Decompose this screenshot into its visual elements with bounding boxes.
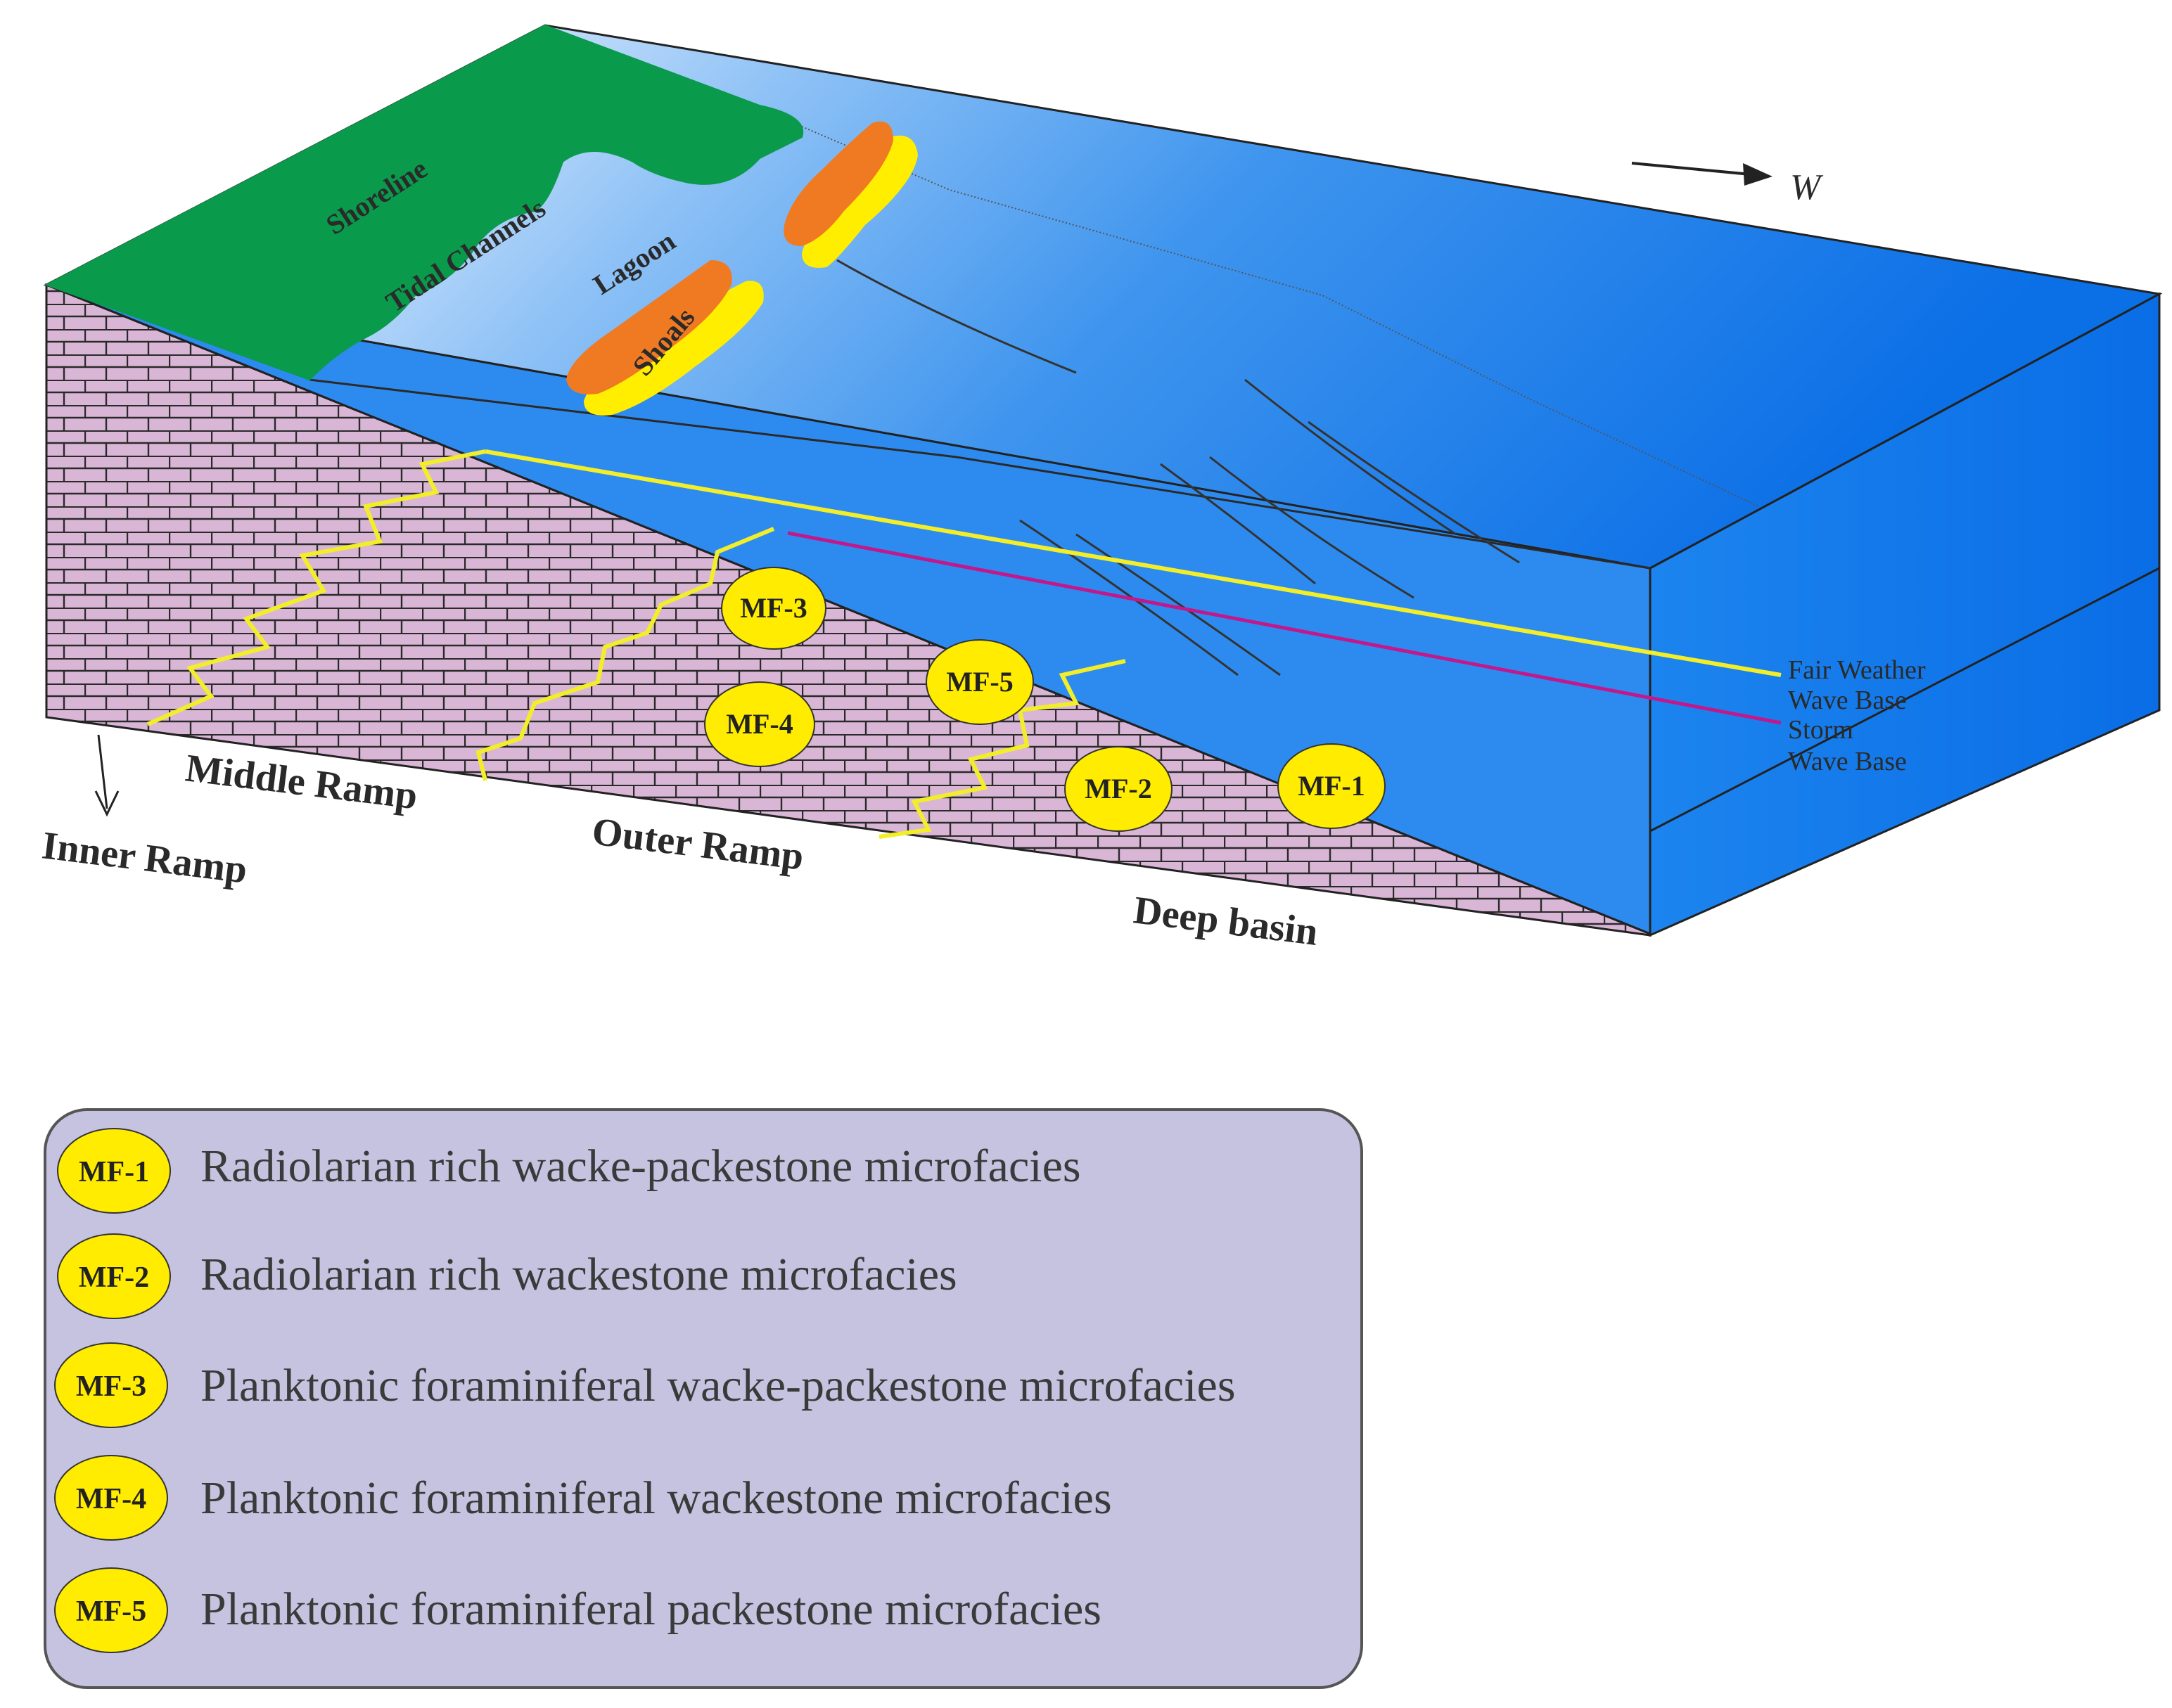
rock-top-slope [46,283,1651,935]
legend-box: MF-1 Radiolarian rich wacke-packestone m… [44,1108,1363,1689]
fair-weather-label-1: Fair Weather [1788,655,1926,685]
mf5-marker: MF-5 [926,639,1034,725]
legend-item-3: MF-3 Planktonic foraminiferal wacke-pack… [54,1342,1236,1428]
legend-item-5: MF-5 Planktonic foraminiferal packestone… [54,1567,1101,1653]
side-face-divider [1649,567,2160,833]
legend-item-4: MF-4 Planktonic foraminiferal wackestone… [54,1455,1112,1541]
mf1-marker-label: MF-1 [1298,770,1365,802]
shoreline-land [44,24,804,381]
legend-code-5: MF-5 [76,1595,146,1628]
legend-text-5: Planktonic foraminiferal packestone micr… [200,1584,1101,1635]
legend-text-3: Planktonic foraminiferal wacke-packeston… [200,1360,1236,1411]
mf4-marker-label: MF-4 [726,708,793,740]
legend-item-1: MF-1 Radiolarian rich wacke-packestone m… [57,1128,1081,1214]
mf1-marker: MF-1 [1277,743,1386,829]
direction-label: W [1790,167,1824,207]
sea-horizon-line [309,378,1651,570]
fair-weather-label-2: Wave Base [1788,686,1907,715]
sea-wave-lines [836,259,1520,676]
inner-ramp-pointer-arrow [94,734,120,817]
west-direction-arrow [1631,162,1772,186]
deep-basin-label: Deep basin [1131,888,1320,954]
mf3-marker: MF-3 [721,567,826,650]
legend-code-1: MF-1 [79,1156,149,1188]
shoal-upper [784,121,918,268]
legend-text-2: Radiolarian rich wackestone microfacies [200,1249,957,1300]
shoal-lower [566,260,764,416]
facies-boundaries [146,449,1126,839]
mf2-marker: MF-2 [1064,746,1173,832]
mf3-marker-label: MF-3 [740,592,807,624]
legend-code-4: MF-4 [76,1483,146,1515]
mf2-marker-label: MF-2 [1085,773,1152,804]
fair-weather-wave-base-line [485,449,1782,677]
legend-code-3: MF-3 [76,1370,146,1403]
legend-item-2: MF-2 Radiolarian rich wackestone microfa… [57,1233,957,1319]
storm-label-1: Storm [1788,715,1853,745]
legend-text-4: Planktonic foraminiferal wackestone micr… [200,1472,1112,1524]
inner-ramp-label: Inner Ramp [39,823,249,892]
storm-label-2: Wave Base [1788,747,1907,776]
storm-wave-base-line [787,531,1782,725]
mf5-marker-label: MF-5 [946,666,1014,698]
legend-text-1: Radiolarian rich wacke-packestone microf… [200,1141,1081,1192]
mf4-marker: MF-4 [704,681,815,767]
outer-ramp-label: Outer Ramp [589,809,806,878]
legend-code-2: MF-2 [79,1261,149,1294]
